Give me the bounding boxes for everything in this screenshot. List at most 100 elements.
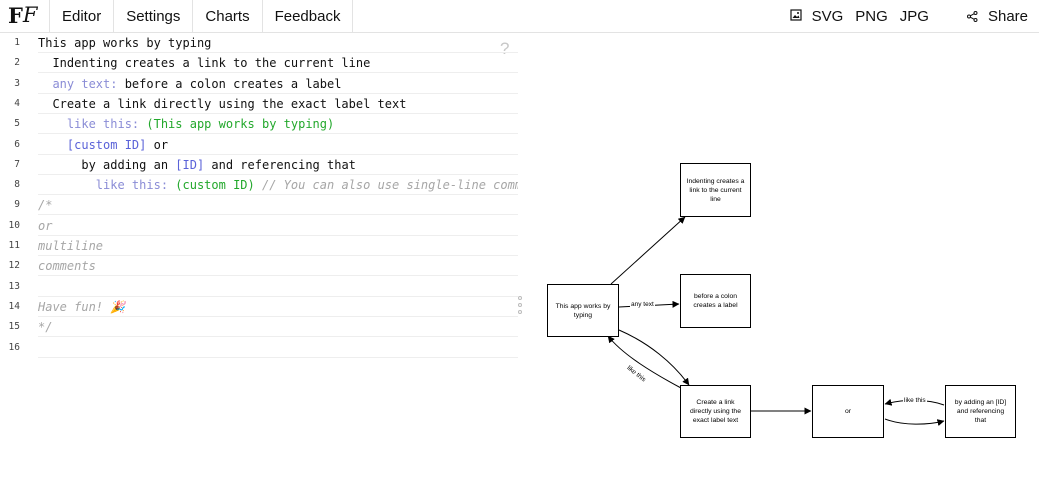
editor-line[interactable]: 11 multiline	[0, 236, 518, 256]
share-label: Share	[987, 8, 1028, 25]
line-code: /*	[38, 195, 518, 216]
code-token: or	[146, 137, 169, 152]
node-or[interactable]: or	[812, 385, 884, 438]
code-token: (This app works by typing)	[139, 117, 335, 132]
code-token: like this:	[95, 178, 169, 193]
line-number: 3	[14, 77, 20, 89]
edge-like-this-back	[607, 335, 682, 389]
line-code: */	[38, 317, 518, 338]
line-code: like this: (custom ID) // You can also u…	[38, 175, 518, 196]
line-code	[38, 338, 518, 358]
line-code: Have fun! 🎉	[38, 297, 518, 317]
code-token: any text:	[52, 76, 118, 91]
code-token: Create a link directly using the exact l…	[38, 96, 407, 111]
code-token: multiline	[38, 239, 104, 253]
code-editor[interactable]: ? 1 This app works by typing 2 Indenting c…	[0, 33, 518, 483]
line-number: 13	[8, 280, 20, 292]
code-token: by adding an	[38, 157, 176, 172]
editor-line[interactable]: 7 by adding an [ID] and referencing that	[0, 155, 518, 175]
share-icon	[966, 11, 978, 22]
code-token: // You can also use single-line comments	[261, 178, 518, 193]
line-code: multiline	[38, 236, 518, 256]
share-button[interactable]: Share	[966, 8, 1028, 25]
line-code: like this: (This app works by typing)	[38, 114, 518, 135]
editor-line[interactable]: 1 This app works by typing	[0, 33, 518, 53]
code-token: */	[38, 320, 53, 335]
code-token: or	[38, 218, 53, 233]
editor-line[interactable]: 9 /*	[0, 195, 518, 216]
line-code: Indenting creates a link to the current …	[38, 53, 518, 74]
line-number: 10	[8, 219, 20, 231]
help-button[interactable]: ?	[500, 39, 510, 58]
code-token: comments	[38, 259, 96, 274]
code-token	[38, 117, 67, 131]
export-svg-button[interactable]: SVG	[811, 8, 844, 25]
tab-charts[interactable]: Charts	[192, 0, 261, 33]
line-number: 4	[14, 97, 20, 109]
line-code: [custom ID] or	[38, 135, 518, 155]
code-token: [ID]	[175, 157, 205, 172]
panel-resize-handle[interactable]	[517, 296, 523, 314]
node-indenting[interactable]: Indenting creates a link to the current …	[680, 163, 751, 217]
editor-line[interactable]: 16	[0, 338, 518, 358]
line-code	[38, 277, 518, 297]
export-png-button[interactable]: PNG	[855, 8, 888, 25]
logo-letter-italic: F	[22, 3, 38, 27]
line-code: Create a link directly using the exact l…	[38, 94, 518, 114]
image-icon	[789, 8, 802, 25]
line-number: 7	[14, 158, 20, 170]
line-code: comments	[38, 256, 518, 277]
line-number: 5	[14, 118, 20, 130]
export-jpg-button[interactable]: JPG	[899, 8, 929, 25]
edge-root-to-create-link	[618, 329, 690, 386]
line-number: 11	[8, 240, 20, 251]
tab-feedback[interactable]: Feedback	[261, 0, 354, 33]
code-token: This app works by typing	[38, 36, 212, 50]
node-by-adding[interactable]: by adding an [ID] and referencing that	[945, 385, 1016, 438]
edge-or-to-by-adding	[884, 418, 945, 426]
line-number: 16	[8, 341, 20, 353]
code-token: and referencing that	[204, 157, 356, 172]
node-create-link[interactable]: Create a link directly using the exact l…	[680, 385, 751, 438]
edge-label-any-text: any text	[630, 301, 655, 309]
code-token	[38, 178, 96, 192]
line-code: This app works by typing	[38, 33, 518, 53]
logo-letter-bold: F	[8, 2, 23, 28]
code-token: [custom ID]	[66, 137, 147, 152]
line-code: by adding an [ID] and referencing that	[38, 155, 518, 175]
editor-line[interactable]: 2 Indenting creates a link to the curren…	[0, 53, 518, 74]
editor-line[interactable]: 10 or	[0, 216, 518, 236]
editor-line[interactable]: 8 like this: (custom ID) // You can also…	[0, 175, 518, 196]
line-number: 9	[14, 199, 20, 211]
nav-tabs: Editor Settings Charts Feedback	[49, 0, 354, 33]
tab-editor[interactable]: Editor	[49, 0, 113, 33]
flowchart-canvas[interactable]: This app works by typing Indenting creat…	[523, 33, 1039, 483]
editor-line[interactable]: 6 [custom ID] or	[0, 135, 518, 155]
editor-line[interactable]: 13	[0, 277, 518, 297]
editor-line[interactable]: 5 like this: (This app works by typing)	[0, 114, 518, 135]
line-number: 15	[8, 321, 20, 333]
node-root[interactable]: This app works by typing	[547, 284, 619, 337]
tab-settings[interactable]: Settings	[113, 0, 192, 33]
editor-line[interactable]: 15 */	[0, 317, 518, 338]
code-token: Have fun! 🎉	[38, 299, 126, 314]
code-token: Indenting creates a link to the current …	[38, 56, 371, 71]
editor-line[interactable]: 4 Create a link directly using the exact…	[0, 94, 518, 114]
editor-line[interactable]: 3 any text: before a colon creates a lab…	[0, 74, 518, 94]
code-token	[38, 77, 52, 91]
line-number: 1	[14, 37, 20, 48]
code-token: (custom ID)	[168, 178, 255, 193]
export-toolbar: SVG PNG JPG Share	[789, 0, 1039, 33]
edge-label-like-this-2: like this	[903, 397, 927, 405]
edge-root-to-indenting	[610, 216, 686, 285]
code-token: like this:	[66, 117, 140, 132]
code-token: before a colon creates a label	[117, 76, 342, 91]
line-number: 8	[14, 179, 20, 191]
node-before-colon[interactable]: before a colon creates a label	[680, 274, 751, 328]
line-code: or	[38, 216, 518, 236]
line-code: any text: before a colon creates a label	[38, 74, 518, 94]
